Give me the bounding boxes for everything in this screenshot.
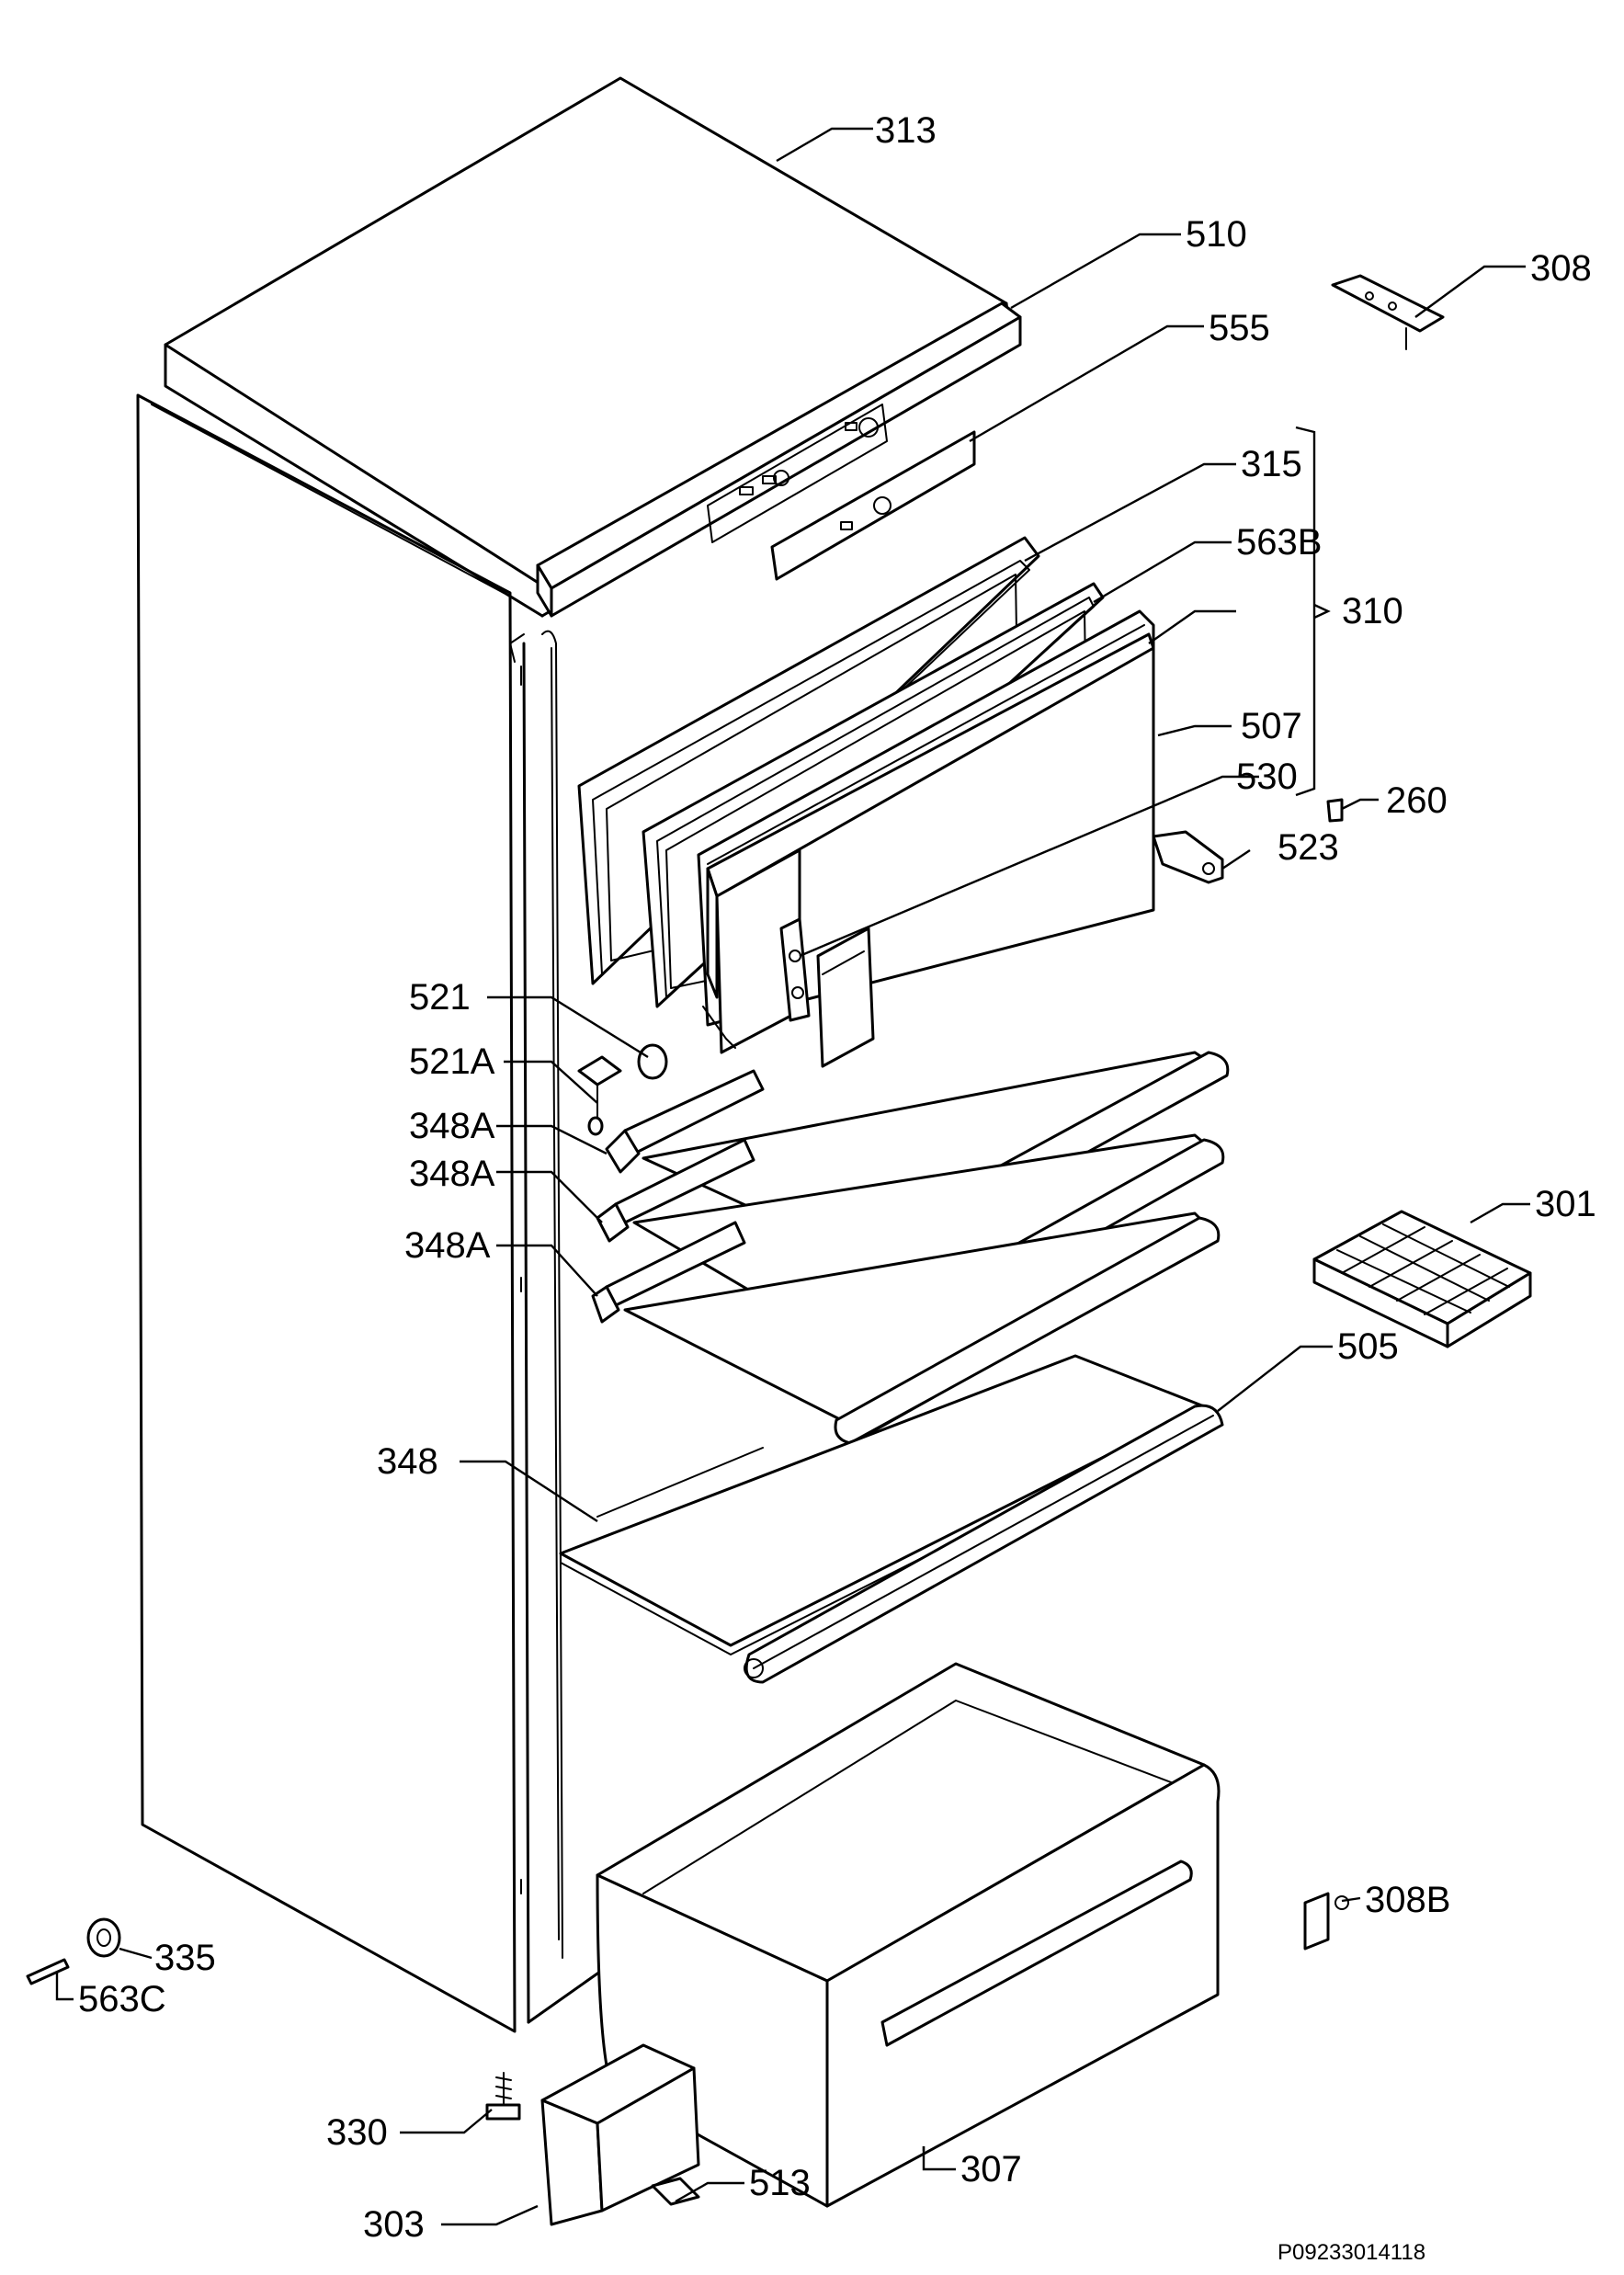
label-301: 301 [1535, 1184, 1596, 1224]
display-panel-555 [770, 430, 976, 581]
control-panel-510 [536, 301, 1022, 618]
label-348: 348 [377, 1441, 438, 1482]
screw-part-330 [485, 2072, 521, 2121]
label-563b: 563B [1236, 522, 1322, 563]
label-563c: 563C [78, 1979, 166, 2019]
label-310: 310 [1342, 591, 1403, 631]
label-330: 330 [326, 2112, 388, 2153]
roller-part-335 [86, 1917, 121, 1958]
label-521a: 521A [409, 1041, 495, 1082]
label-523: 523 [1278, 827, 1339, 868]
crisper-drawer-307 [596, 1662, 1221, 2208]
clip-part-521a [577, 1055, 622, 1136]
ice-tray-301 [1312, 1210, 1532, 1348]
label-308: 308 [1530, 248, 1592, 289]
freezer-flap-assembly [577, 536, 1155, 1068]
pin-part-563c [26, 1958, 70, 1985]
label-308b: 308B [1365, 1880, 1450, 1920]
foot-part-513 [651, 2177, 700, 2206]
label-348a-1: 348A [409, 1106, 495, 1146]
hinge-part-308b [1303, 1892, 1349, 1951]
label-530: 530 [1236, 756, 1298, 797]
label-555: 555 [1209, 308, 1270, 348]
cap-part-521 [637, 1043, 668, 1080]
label-315: 315 [1241, 444, 1302, 484]
label-513: 513 [749, 2163, 811, 2203]
label-307: 307 [960, 2149, 1022, 2190]
part-labels: 313 510 308 555 315 563B 310 507 530 260… [78, 110, 1596, 2265]
label-260: 260 [1386, 780, 1448, 821]
label-510: 510 [1186, 214, 1247, 255]
leader-lines [55, 127, 1530, 2226]
label-521: 521 [409, 977, 471, 1018]
drawing-code: P09233014118 [1278, 2240, 1425, 2265]
label-348a-3: 348A [404, 1225, 491, 1266]
label-348a-2: 348A [409, 1154, 495, 1194]
clip-part-260 [1326, 798, 1344, 823]
plinth-part-303 [540, 2043, 700, 2226]
label-335: 335 [154, 1938, 216, 1978]
label-313: 313 [875, 110, 937, 151]
label-505: 505 [1337, 1326, 1399, 1367]
label-507: 507 [1241, 706, 1302, 746]
shelf-trim-505 [744, 1404, 1224, 1684]
shelf-348a-bottom [591, 1211, 1221, 1445]
label-303: 303 [363, 2204, 425, 2245]
part-523 [1152, 830, 1224, 884]
cabinet-body [136, 393, 608, 2033]
hinge-part-308 [1331, 274, 1445, 350]
